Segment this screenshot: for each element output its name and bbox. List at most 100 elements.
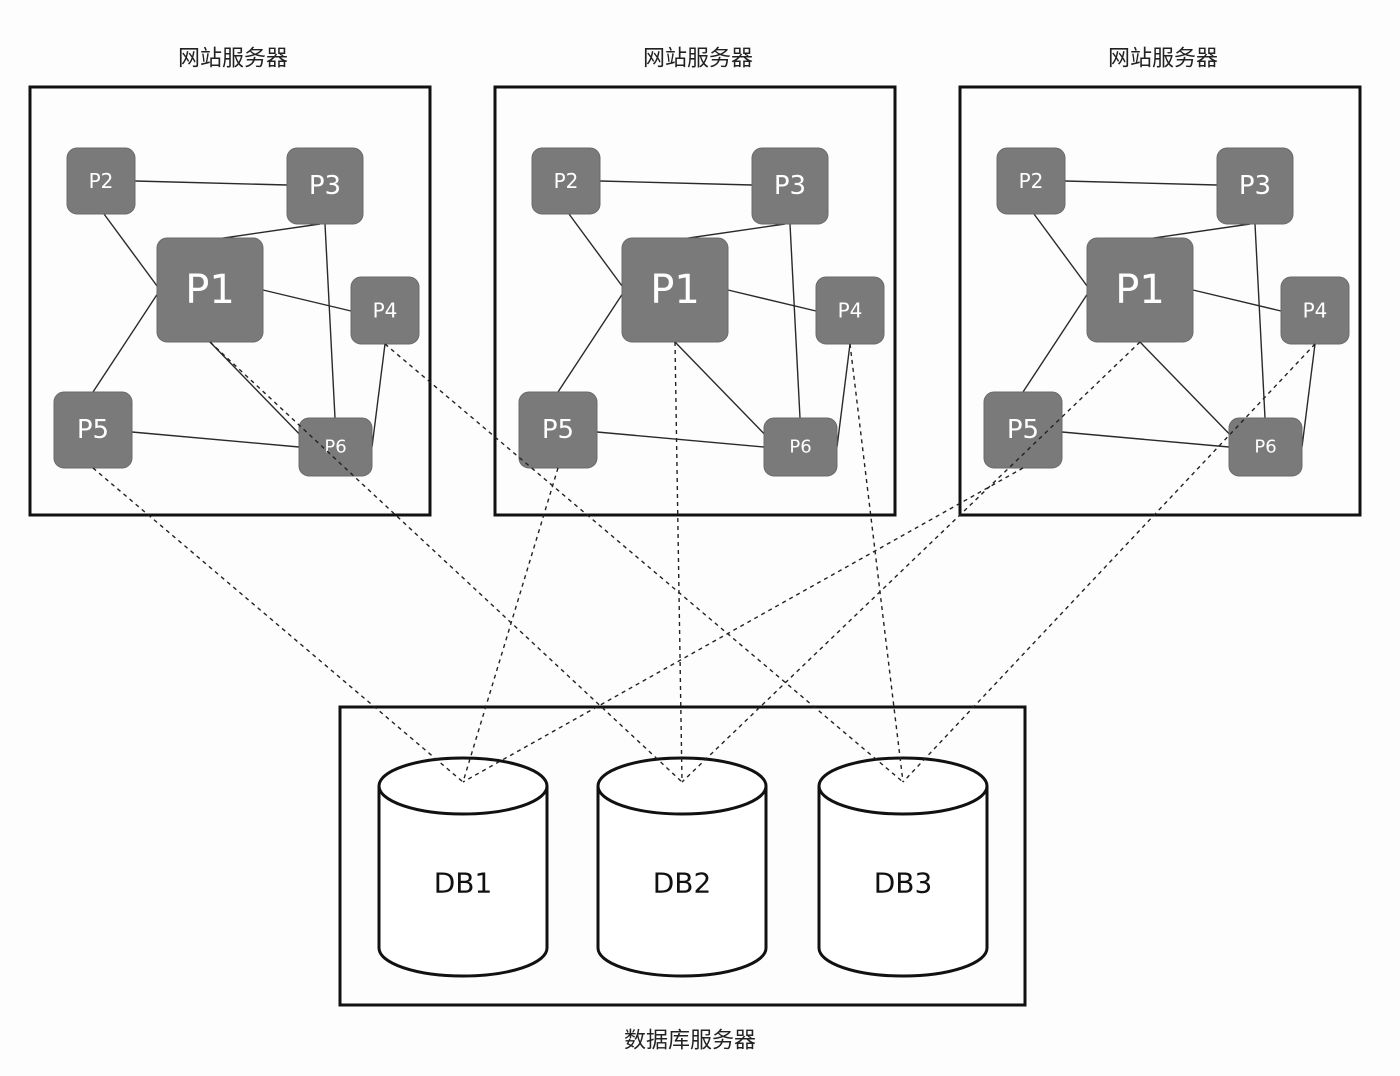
process-node-shape xyxy=(286,147,364,225)
process-node-p4: P4 xyxy=(350,276,420,345)
database-label: DB3 xyxy=(874,867,933,900)
db-link-p4-db3 xyxy=(902,343,1316,783)
database-db3: DB3 xyxy=(817,756,989,978)
process-node-label: P6 xyxy=(789,437,811,458)
database-db1: DB1 xyxy=(377,756,549,978)
db-link-p5-db1 xyxy=(92,467,464,783)
edge-p3-p6 xyxy=(789,223,801,419)
edge-p1-p5 xyxy=(92,289,161,393)
process-node-p3: P3 xyxy=(751,147,829,225)
connection-layer xyxy=(92,180,1316,448)
edge-p2-p3 xyxy=(599,180,753,186)
process-node-p2: P2 xyxy=(996,147,1066,215)
web-server-box xyxy=(28,85,432,517)
edge-p4-p6 xyxy=(371,343,386,448)
edge-p3-p6 xyxy=(1254,223,1266,419)
edge-p1-p4 xyxy=(1192,289,1282,312)
database-cylinder-rim xyxy=(596,785,768,816)
process-node-p2: P2 xyxy=(531,147,601,215)
edge-p5-p6 xyxy=(1061,431,1230,448)
process-node-p5: P5 xyxy=(518,391,598,469)
db-server-title: 数据库服务器 xyxy=(624,1029,756,1054)
db-link-p5-db1 xyxy=(462,467,559,783)
edge-p1-p3 xyxy=(1139,223,1251,241)
process-node-shape xyxy=(751,147,829,225)
process-node-p1: P1 xyxy=(156,237,264,343)
edge-p5-p6 xyxy=(131,431,300,448)
database-label: DB2 xyxy=(653,867,712,900)
database-cylinder xyxy=(596,756,768,978)
edge-p1-p3 xyxy=(674,223,786,241)
edge-p4-p6 xyxy=(836,343,851,448)
process-node-p4: P4 xyxy=(815,276,885,345)
edge-p1-p4 xyxy=(262,289,352,312)
edge-p1-p4 xyxy=(727,289,817,312)
db-server-box xyxy=(338,705,1027,1007)
process-node-p6: P6 xyxy=(763,417,838,477)
db-link-p1-db2 xyxy=(674,341,683,783)
db-link-p5-db1 xyxy=(462,467,1024,783)
process-node-label: P2 xyxy=(89,169,114,193)
database-cylinder-rim xyxy=(817,785,989,816)
process-node-p1: P1 xyxy=(1086,237,1194,343)
process-node-label: P5 xyxy=(77,415,109,445)
process-node-p6: P6 xyxy=(298,417,373,477)
process-node-label: P1 xyxy=(650,267,700,313)
edge-p2-p1 xyxy=(103,213,161,291)
web-server-box xyxy=(958,85,1362,517)
db-link-p1-db2 xyxy=(681,341,1141,783)
process-node-shape xyxy=(1228,417,1303,477)
edge-p2-p3 xyxy=(134,180,288,186)
process-node-label: P1 xyxy=(185,267,235,313)
process-node-label: P5 xyxy=(1007,415,1039,445)
edge-p1-p3 xyxy=(209,223,321,241)
process-node-label: P3 xyxy=(774,171,806,201)
process-node-shape xyxy=(298,417,373,477)
process-node-label: P2 xyxy=(554,169,579,193)
db-link-p4-db3 xyxy=(384,343,904,783)
edge-p2-p1 xyxy=(1033,213,1091,291)
process-node-label: P4 xyxy=(838,299,863,323)
database-cylinder xyxy=(377,756,549,978)
edge-p5-p6 xyxy=(596,431,765,448)
process-node-label: P4 xyxy=(373,299,398,323)
process-node-label: P2 xyxy=(1019,169,1044,193)
web-server-title: 网站服务器 xyxy=(178,47,288,72)
database-label: DB1 xyxy=(434,867,493,900)
db-link-p4-db3 xyxy=(849,343,904,783)
web-server-title: 网站服务器 xyxy=(1108,47,1218,72)
process-node-p4: P4 xyxy=(1280,276,1350,345)
process-node-shape xyxy=(1216,147,1294,225)
process-node-label: P5 xyxy=(542,415,574,445)
edge-p1-p6 xyxy=(209,341,311,446)
edge-p2-p3 xyxy=(1064,180,1218,186)
web-server-title: 网站服务器 xyxy=(643,47,753,72)
process-node-p6: P6 xyxy=(1228,417,1303,477)
database-cylinder-rim xyxy=(377,785,549,816)
process-node-shape xyxy=(763,417,838,477)
db-link-p1-db2 xyxy=(209,341,683,783)
edge-p3-p6 xyxy=(324,223,336,419)
process-node-label: P6 xyxy=(324,437,346,458)
process-node-p5: P5 xyxy=(53,391,133,469)
process-node-p2: P2 xyxy=(66,147,136,215)
edge-p1-p5 xyxy=(1022,289,1091,393)
process-node-p5: P5 xyxy=(983,391,1063,469)
web-server-box xyxy=(493,85,897,517)
process-node-shape xyxy=(66,147,136,215)
process-node-label: P6 xyxy=(1254,437,1276,458)
database-cylinder xyxy=(817,756,989,978)
process-node-p3: P3 xyxy=(1216,147,1294,225)
edge-p1-p6 xyxy=(1139,341,1241,446)
process-node-p1: P1 xyxy=(621,237,729,343)
process-node-label: P1 xyxy=(1115,267,1165,313)
edge-p4-p6 xyxy=(1301,343,1316,448)
process-node-label: P4 xyxy=(1303,299,1328,323)
edge-p1-p6 xyxy=(674,341,776,446)
process-node-label: P3 xyxy=(309,171,341,201)
process-node-p3: P3 xyxy=(286,147,364,225)
